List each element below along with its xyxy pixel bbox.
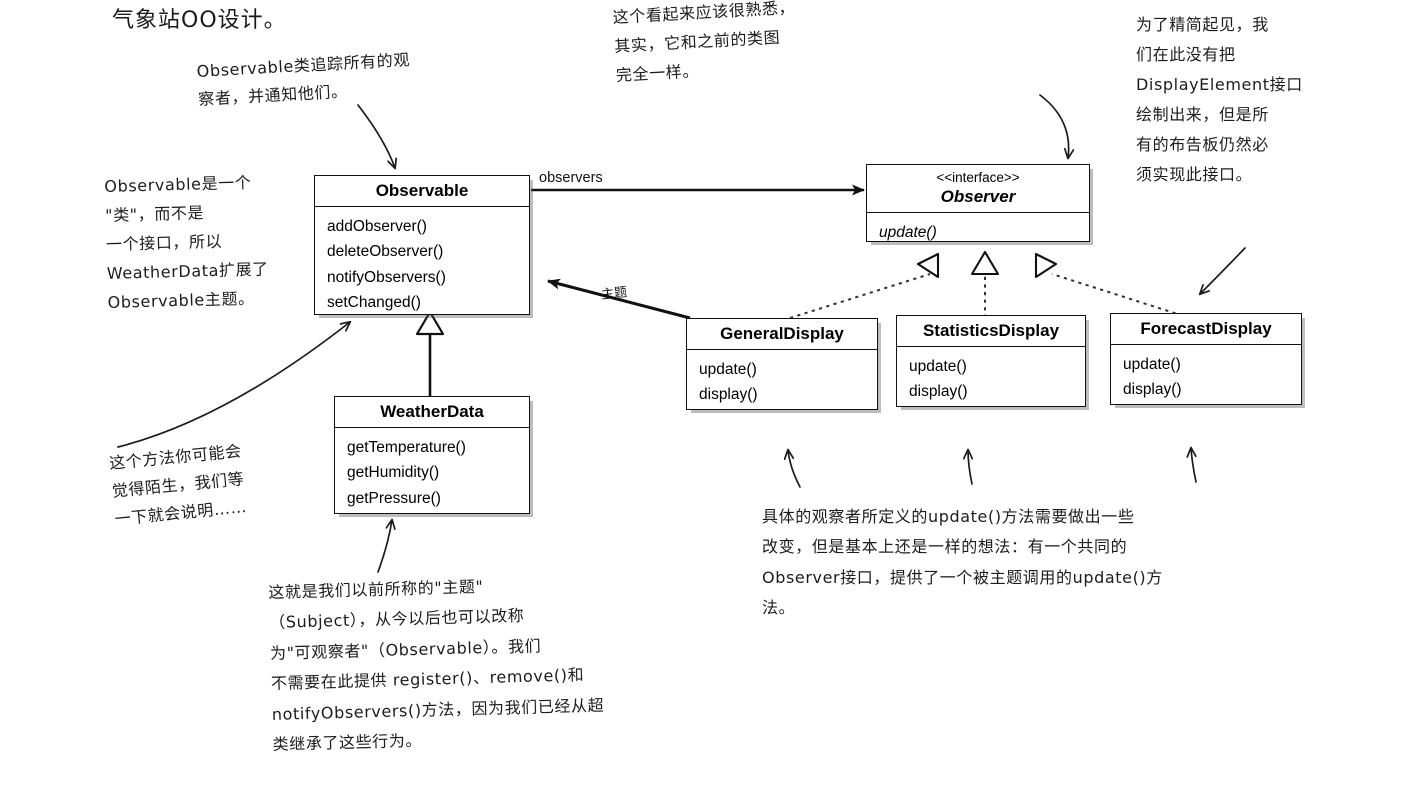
operation: update() <box>879 223 937 241</box>
note-observable-is-class: Observable是一个 "类"，而不是 一个接口，所以 WeatherDat… <box>104 172 270 313</box>
class-box-generaldisplay[interactable]: GeneralDisplay update() display() <box>686 318 878 410</box>
leader-arrow-subject-explanation <box>377 520 392 573</box>
leader-arrow-observable-tracks <box>357 104 395 168</box>
operation: deleteObserver() <box>327 243 444 261</box>
operation: getPressure() <box>347 489 441 507</box>
class-operations-forecastdisplay: update() display() <box>1111 345 1301 410</box>
class-operations-generaldisplay: update() display() <box>687 350 877 415</box>
stereotype-interface: <<interface>> <box>936 170 1020 185</box>
leader-arrow-forecastdisplay-note <box>1191 448 1197 483</box>
note-unfamiliar-method: 这个方法你可能会 觉得陌生，我们等 一下就会说明…… <box>108 441 248 529</box>
class-box-observable[interactable]: Observable addObserver() deleteObserver(… <box>314 175 530 315</box>
note-display-element-omitted: 为了精简起见，我 们在此没有把 DisplayElement接口 绘制出来，但是… <box>1136 15 1303 185</box>
operation: update() <box>1123 356 1181 374</box>
operation: notifyObservers() <box>327 268 446 286</box>
note-concrete-observer: 具体的观察者所定义的update()方法需要做出一些 改变，但是基本上还是一样的… <box>762 507 1163 618</box>
class-name-statisticsdisplay: StatisticsDisplay <box>897 316 1085 348</box>
class-name-forecastdisplay: ForecastDisplay <box>1111 314 1301 346</box>
class-operations-statisticsdisplay: update() display() <box>897 347 1085 412</box>
operation: addObserver() <box>327 218 427 236</box>
class-name-observer: <<interface>> Observer <box>867 165 1089 213</box>
note-looks-familiar: 这个看起来应该很熟悉， 其实，它和之前的类图 完全一样。 <box>612 0 796 85</box>
note-observable-tracks: Observable类追踪所有的观 察者，并通知他们。 <box>196 50 411 109</box>
class-box-forecastdisplay[interactable]: ForecastDisplay update() display() <box>1110 313 1302 405</box>
page-title: 气象站OO设计。 <box>112 8 287 33</box>
leader-arrow-statisticsdisplay-note <box>968 450 972 485</box>
operation: display() <box>1123 381 1182 399</box>
leader-arrow-looks-familiar <box>1039 94 1069 158</box>
operation: update() <box>699 361 757 379</box>
operation: setChanged() <box>327 293 421 311</box>
realization-statisticsdisplay-observer <box>970 250 1000 318</box>
class-box-observer[interactable]: <<interface>> Observer update() <box>866 164 1090 242</box>
leader-arrow-generaldisplay-note <box>788 450 801 488</box>
class-name-generaldisplay: GeneralDisplay <box>687 319 877 351</box>
operation: display() <box>699 386 758 404</box>
leader-arrow-observable-is-class <box>117 322 350 448</box>
operation: getHumidity() <box>347 464 440 482</box>
note-subject-explanation: 这就是我们以前所称的"主题" （Subject），从今以后也可以改称 为"可观察… <box>268 576 605 754</box>
edge-label-subject: 主题 <box>600 285 628 303</box>
realization-generaldisplay-observer <box>789 252 940 319</box>
leader-arrow-display-element <box>1200 247 1246 294</box>
operation: display() <box>909 383 968 401</box>
operation: getTemperature() <box>347 439 466 457</box>
realization-forecastdisplay-observer <box>1034 252 1191 319</box>
class-name-observable: Observable <box>315 176 529 208</box>
generalization-weatherdata-observable <box>415 310 445 397</box>
class-operations-observable: addObserver() deleteObserver() notifyObs… <box>315 207 529 322</box>
class-operations-observer: update() <box>867 213 1089 252</box>
edge-label-observers: observers <box>539 170 603 186</box>
operation: update() <box>909 358 967 376</box>
class-operations-weatherdata: getTemperature() getHumidity() getPressu… <box>335 428 529 518</box>
class-box-statisticsdisplay[interactable]: StatisticsDisplay update() display() <box>896 315 1086 407</box>
class-box-weatherdata[interactable]: WeatherData getTemperature() getHumidity… <box>334 396 530 514</box>
class-name-text: Observer <box>940 186 1016 206</box>
class-name-weatherdata: WeatherData <box>335 397 529 429</box>
